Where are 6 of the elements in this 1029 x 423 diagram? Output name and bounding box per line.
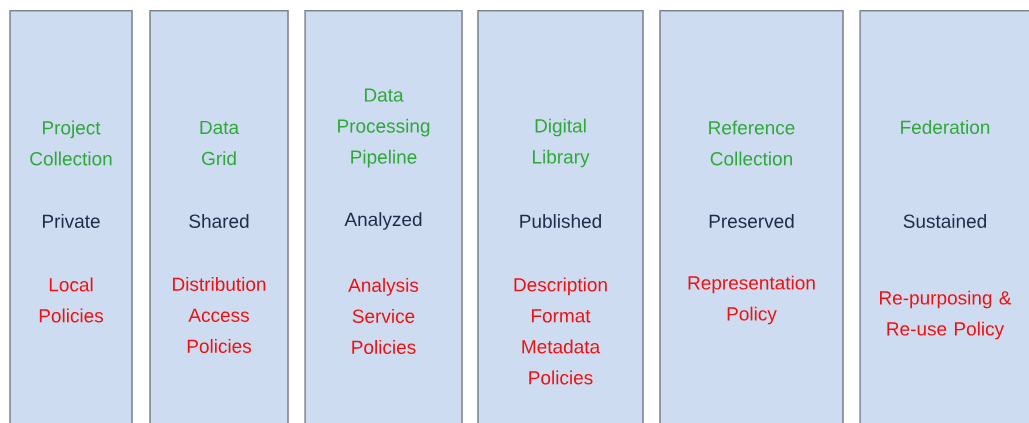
column-box: Project Collection Private Local Policies [9, 10, 133, 423]
column-box: Data Processing Pipeline Analyzed Analysis Service Policies [304, 10, 463, 423]
column-box: Digital Library Published Description Format Metadata Policies [477, 10, 644, 423]
column-box: Data Grid Shared Distribution Access Policies [149, 10, 289, 423]
column-box: Federation Sustained Re-purposing & Re-use Policy [859, 10, 1029, 423]
column-box: Reference Collection Preserved Representation Policy [659, 10, 844, 423]
